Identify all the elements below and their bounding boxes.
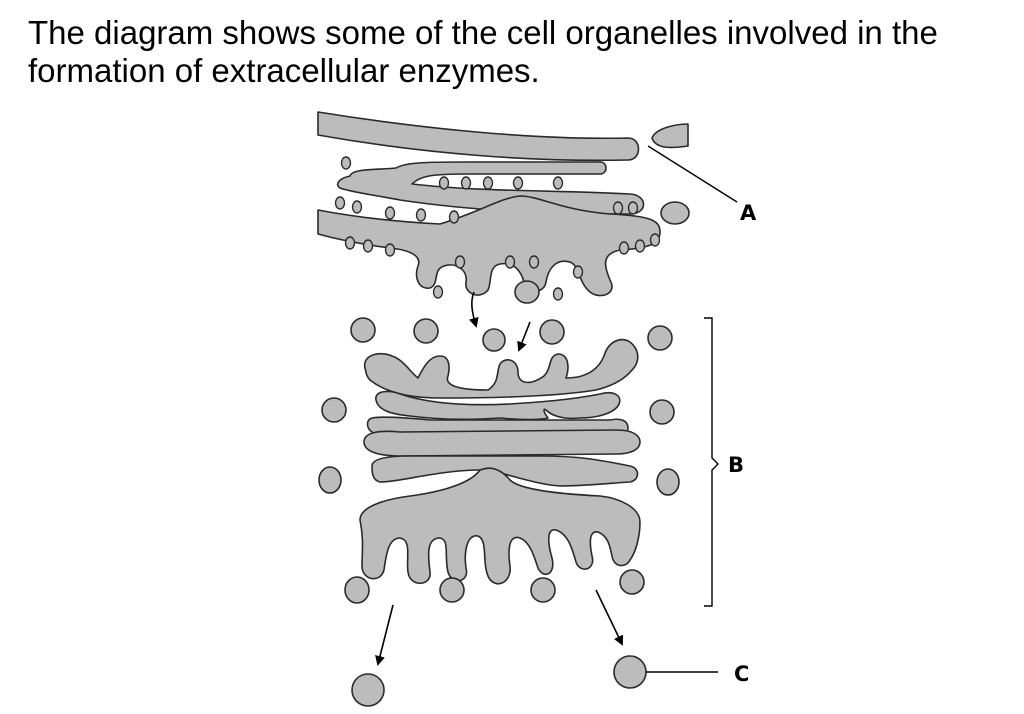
ribosome: [448, 210, 460, 224]
leader-line-a: [647, 145, 738, 203]
question-line-1: The diagram shows some of the cell organ…: [28, 14, 938, 51]
vesicle: [350, 317, 376, 343]
ribosome: [340, 156, 352, 170]
transport-arrows: [375, 291, 624, 666]
golgi-cisterna-top: [363, 338, 639, 399]
golgi-apparatus: [359, 338, 641, 585]
golgi-cisterna-4: [363, 429, 641, 457]
arrow-er-to-golgi-left: [468, 291, 479, 328]
vesicle: [321, 397, 347, 423]
ribosome: [504, 255, 516, 269]
question-line-2: formation of extracellular enzymes.: [28, 52, 540, 89]
ribosome: [362, 239, 374, 253]
vesicle: [344, 576, 370, 604]
golgi-cisterna-bottom: [359, 467, 641, 585]
ribosome: [415, 208, 427, 222]
vesicle: [439, 577, 465, 603]
vesicle: [660, 201, 690, 225]
golgi-cisterna-5: [371, 455, 639, 487]
er-cisterna-middle: [336, 161, 645, 215]
ribosome: [438, 176, 450, 190]
er-cisterna-top-fragment: [651, 123, 689, 149]
vesicle: [530, 577, 556, 603]
question-text: The diagram shows some of the cell organ…: [28, 14, 1018, 90]
bracket-b: [704, 317, 719, 607]
vesicle: [656, 468, 680, 496]
ribosome: [384, 243, 396, 257]
golgi-vesicles: [318, 317, 680, 604]
ribosome: [351, 200, 363, 214]
ribosomes: [334, 156, 661, 301]
vesicle: [649, 399, 675, 425]
ribosome: [649, 233, 661, 247]
ribosome: [572, 265, 584, 279]
arrow-golgi-to-vesicle-left: [375, 604, 394, 666]
er-cisterna-lower: [317, 195, 661, 297]
arrow-golgi-to-vesicle-right: [595, 589, 624, 646]
transport-vesicle: [514, 280, 540, 304]
ribosome: [618, 241, 630, 255]
er-cisterna-top: [317, 111, 640, 162]
vesicle: [539, 319, 565, 345]
ribosome: [460, 176, 472, 190]
rough-endoplasmic-reticulum: [317, 111, 689, 297]
vesicle: [619, 569, 645, 595]
ribosome: [634, 239, 646, 253]
vesicle: [318, 466, 342, 494]
ribosome: [552, 287, 564, 301]
ribosome: [334, 196, 346, 210]
secretory-vesicle: [351, 673, 385, 707]
ribosome: [528, 255, 540, 269]
vesicle: [647, 325, 673, 351]
ribosome: [552, 176, 564, 190]
ribosome: [627, 201, 639, 215]
label-leaders: [646, 145, 738, 673]
label-b: B: [728, 453, 744, 477]
ribosome: [384, 206, 396, 220]
ribosome: [454, 255, 466, 269]
arrow-er-to-golgi-right: [517, 321, 531, 352]
vesicle: [482, 328, 506, 352]
ribosome: [344, 236, 356, 250]
label-c: C: [734, 662, 749, 686]
ribosome: [432, 285, 444, 299]
ribosome: [612, 201, 624, 215]
secretory-vesicle-c: [613, 655, 647, 689]
ribosome: [482, 176, 494, 190]
vesicle: [413, 318, 439, 344]
ribosome: [512, 176, 524, 190]
label-a: A: [740, 201, 757, 225]
